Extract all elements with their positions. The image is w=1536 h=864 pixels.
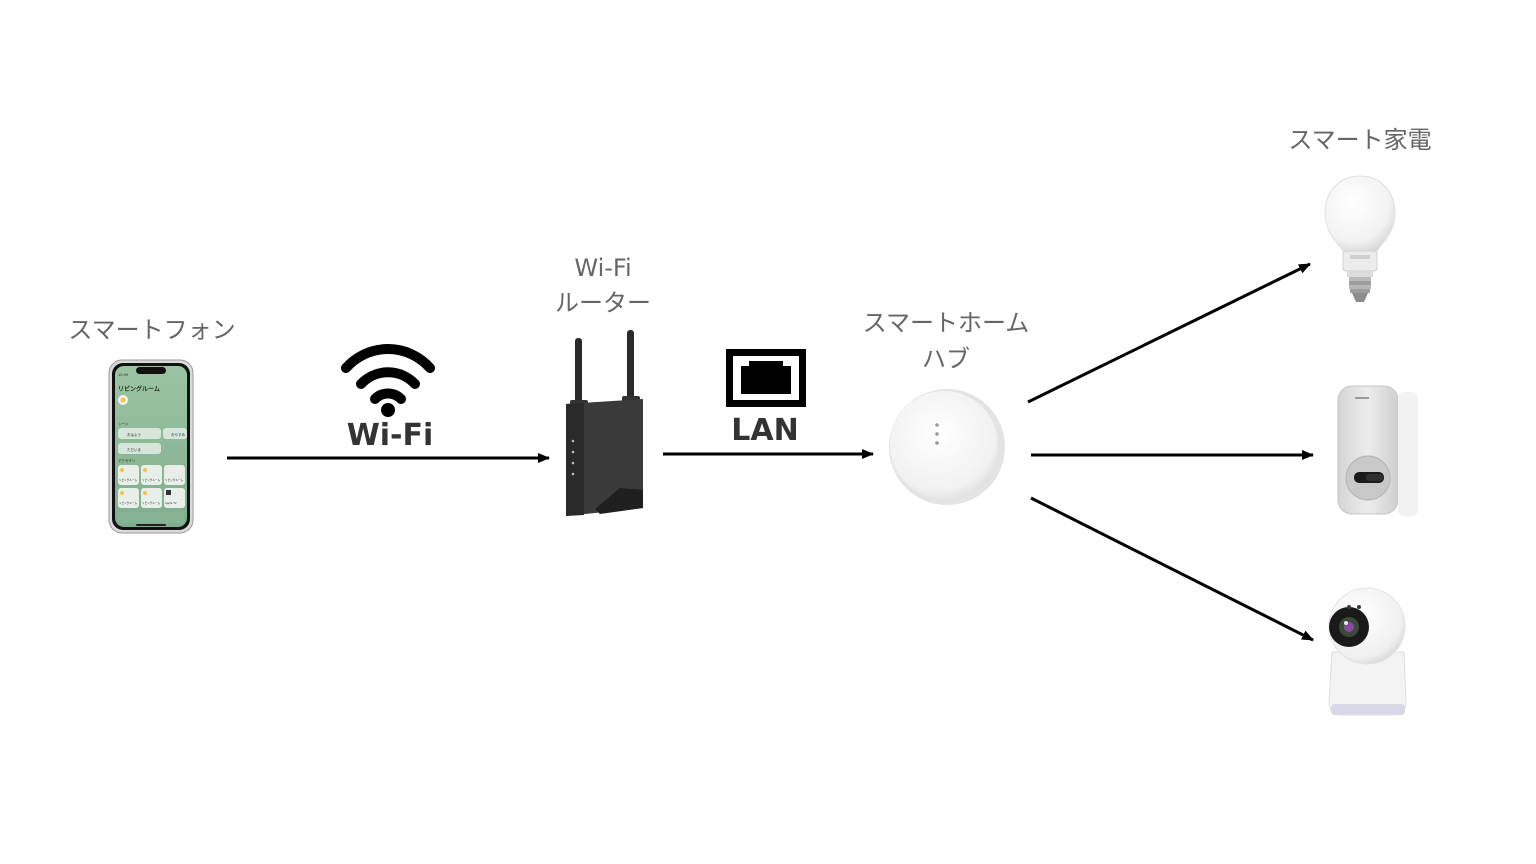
phone-time: 10:09 <box>118 373 128 377</box>
wifi-icon <box>341 344 435 417</box>
phone-scenes-header: シーン <box>118 422 129 426</box>
phone-tile-1: リビングルーム <box>119 478 137 482</box>
smartphone-label: スマートフォン <box>68 316 236 344</box>
router-label-line1: Wi-Fi <box>574 254 632 282</box>
phone-room-title: リビングルーム <box>118 385 160 393</box>
phone-scene-1: おはよう <box>127 432 141 437</box>
smartphone-image <box>108 359 194 534</box>
wifi-connection-label: Wi-Fi <box>346 418 434 453</box>
phone-scene-3: ただいま <box>127 447 141 452</box>
smart-lock-image <box>1337 385 1418 516</box>
phone-tile-6: Apple TV <box>165 501 177 505</box>
lan-connection-label: LAN <box>731 413 799 448</box>
phone-scene-2: おやすみ <box>171 432 185 437</box>
camera-image <box>1328 587 1407 716</box>
smart-bulb-image <box>1324 175 1396 302</box>
phone-tile-4: リビングルーム <box>119 501 137 505</box>
hub-to-bulb-arrow <box>1027 262 1311 404</box>
phone-accessories-header: アクセサリ <box>118 458 135 463</box>
router-image <box>566 330 643 516</box>
phone-tile-2: リビングルーム <box>142 478 160 482</box>
hub-label-line2: ハブ <box>922 345 970 373</box>
hub-to-camera-arrow <box>1030 496 1314 642</box>
hub-label-line1: スマートホーム <box>862 309 1030 337</box>
hub-image <box>889 389 1005 505</box>
phone-tile-3: リビングルーム <box>165 478 183 482</box>
ethernet-port-icon <box>726 349 806 407</box>
appliances-label: スマート家電 <box>1288 126 1432 154</box>
phone-tile-5: リビングルーム <box>142 501 160 505</box>
router-label-line2: ルーター <box>555 289 651 317</box>
